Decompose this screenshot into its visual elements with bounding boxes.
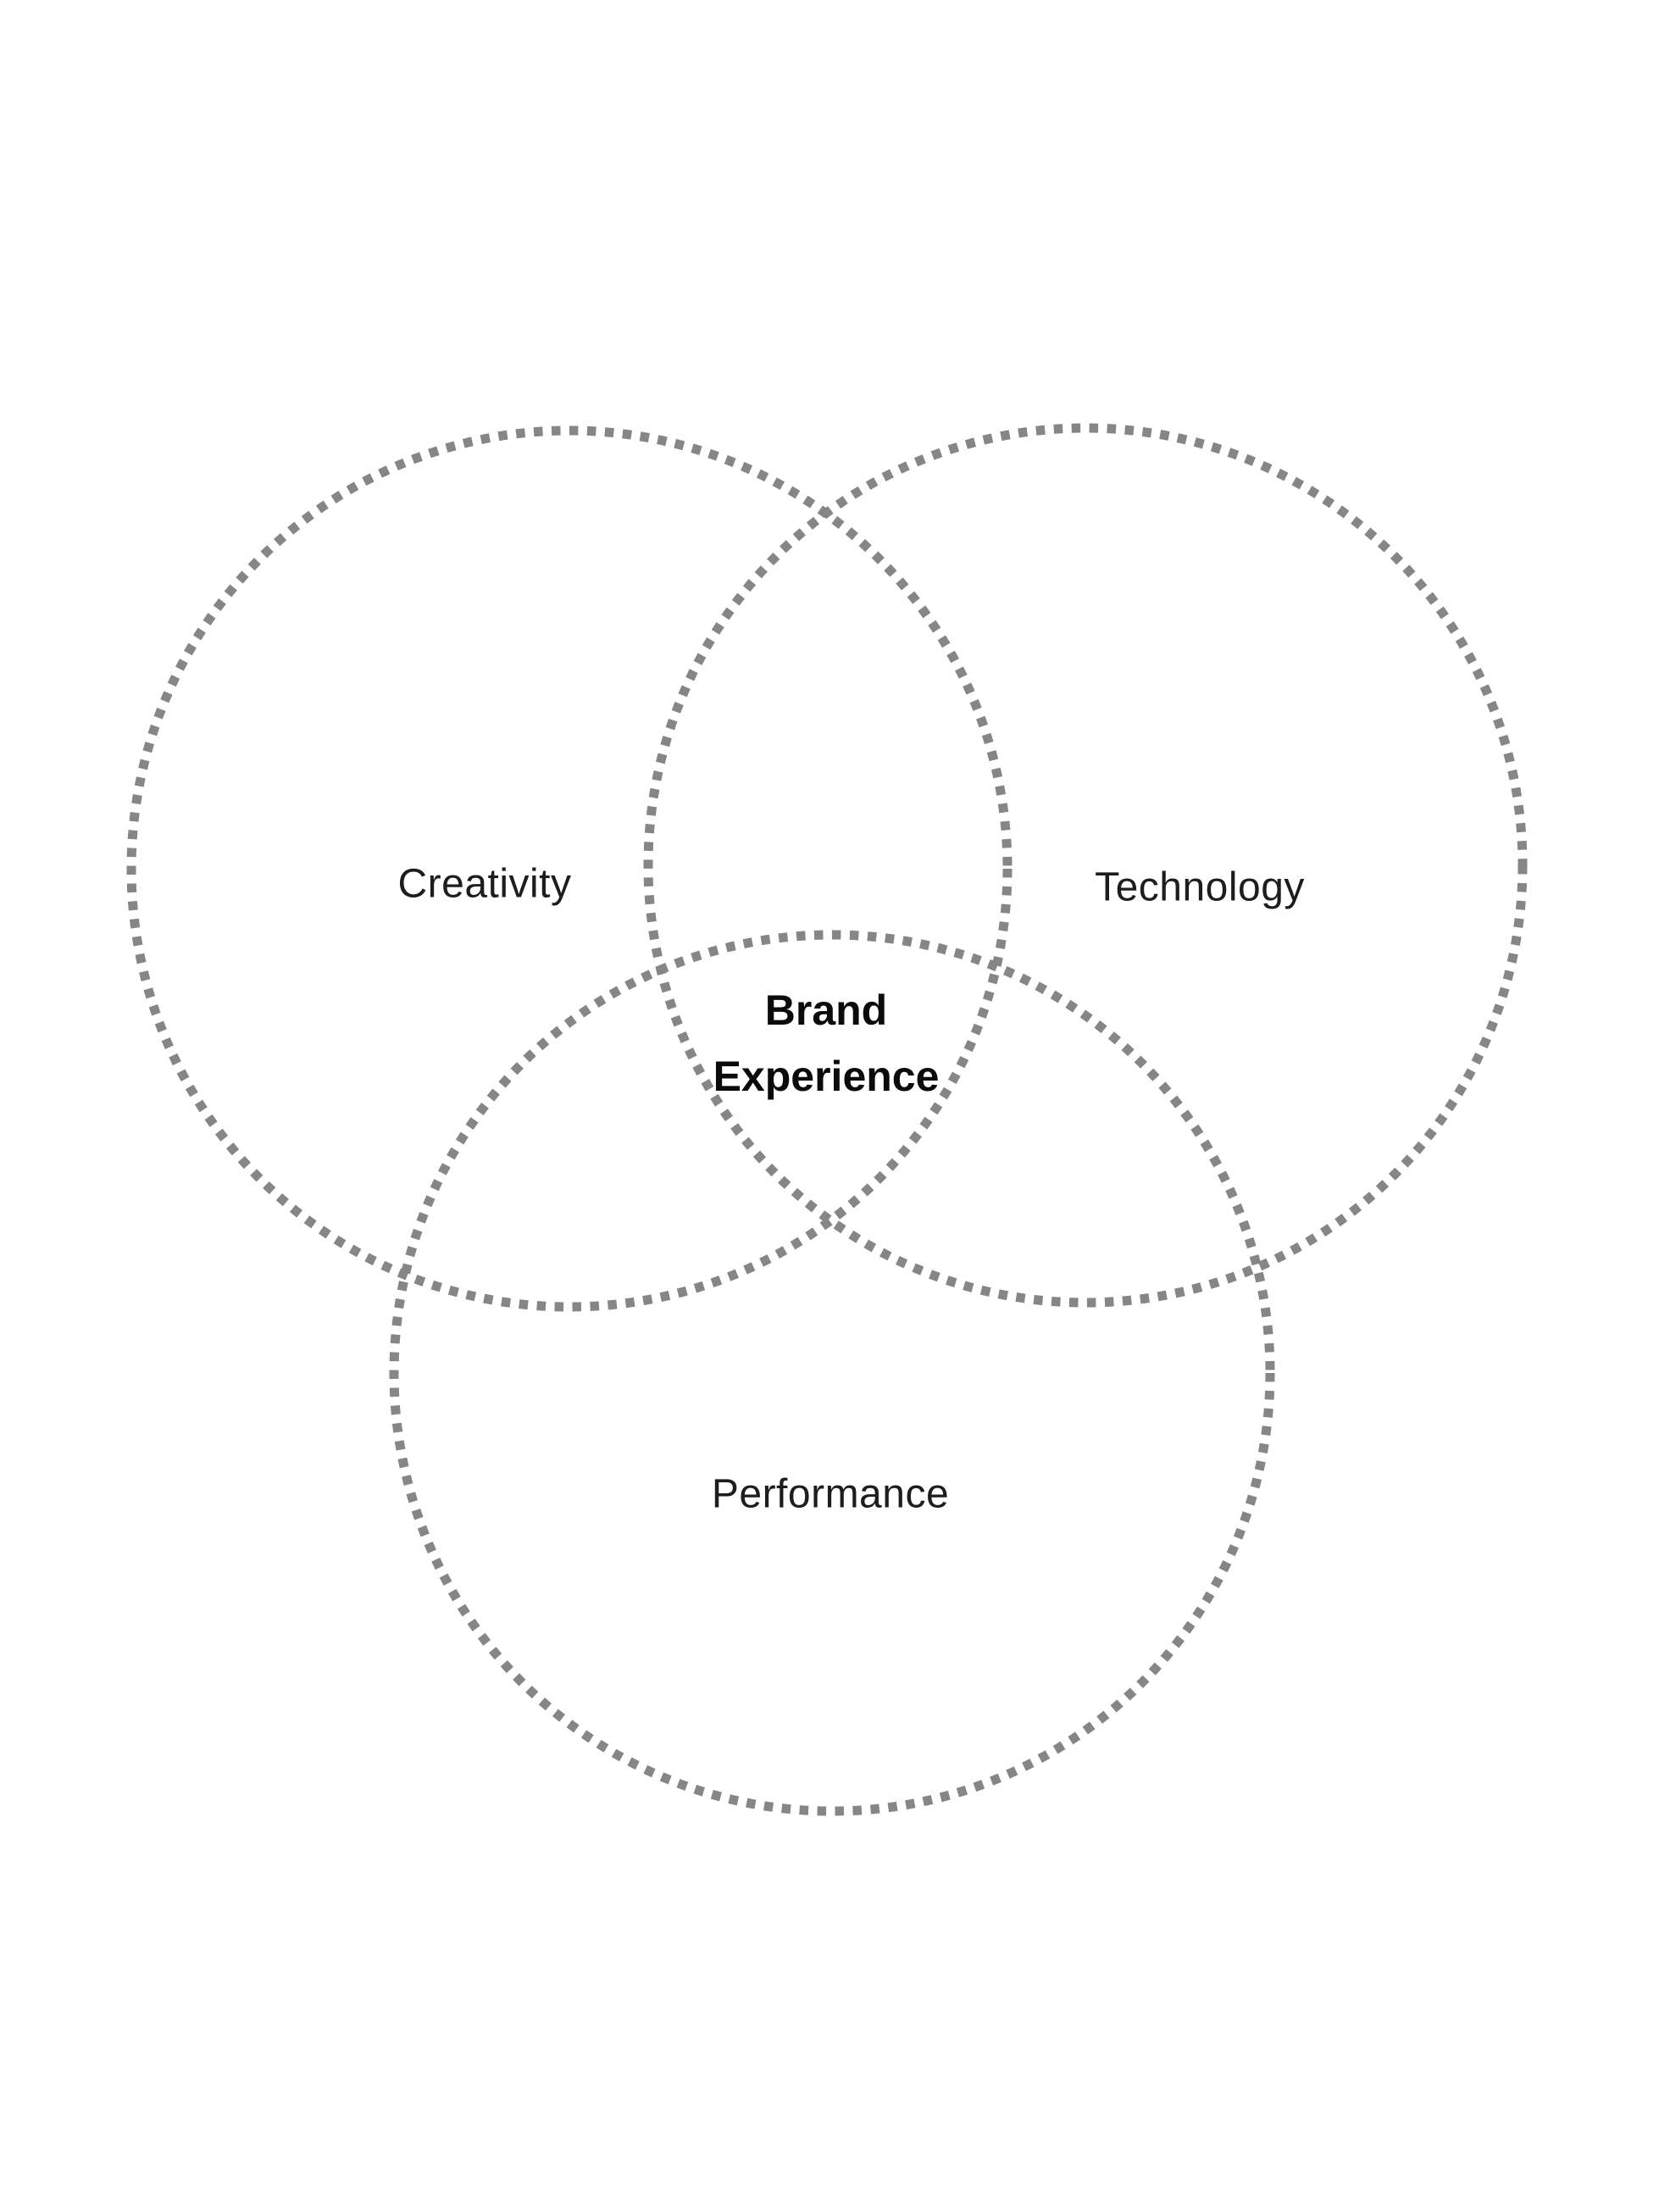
creativity-circle [126,425,1013,1312]
center-label-line1: Brand [764,987,888,1034]
creativity-label: Creativity [397,861,572,907]
center-label: Brand Experience [713,977,940,1109]
technology-label: Technology [1095,864,1305,910]
performance-circle [389,930,1275,1816]
performance-label: Performance [711,1471,950,1517]
center-label-line2: Experience [713,1053,940,1100]
technology-circle [643,423,1528,1308]
